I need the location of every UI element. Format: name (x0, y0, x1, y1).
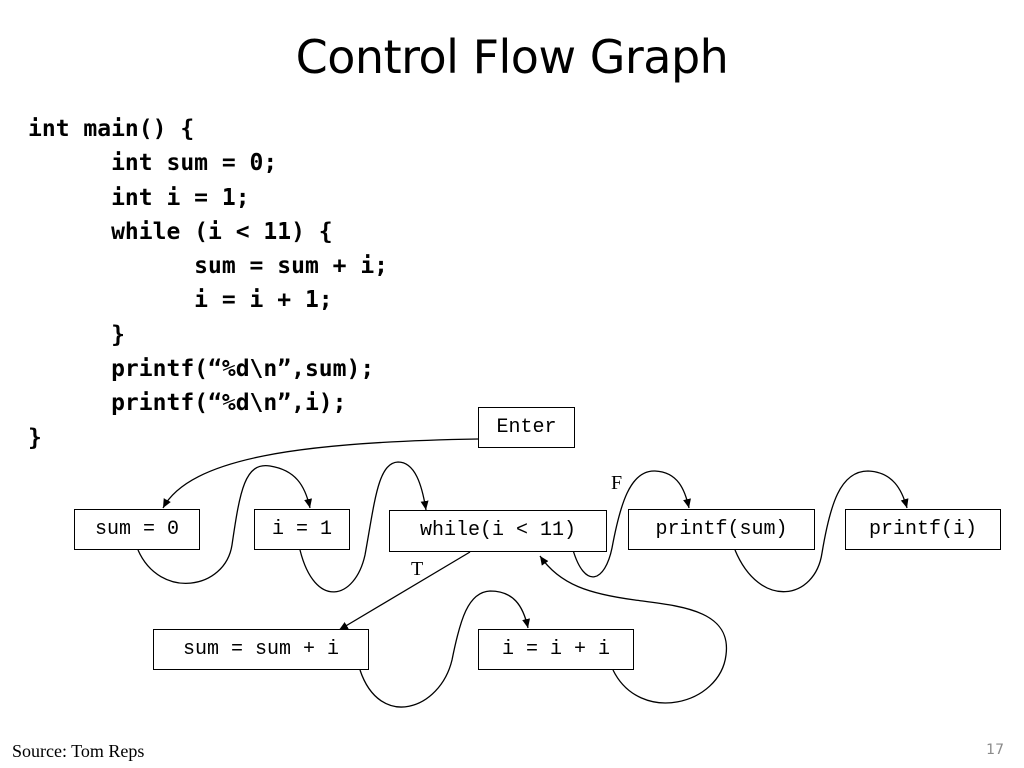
code-line: int i = 1; (28, 184, 250, 211)
code-line: i = i + 1; (28, 287, 333, 314)
code-line: } (28, 424, 42, 451)
code-line: } (28, 321, 125, 348)
slide-title: Control Flow Graph (295, 30, 729, 84)
cfg-node-printf-i: printf(i) (845, 509, 1001, 550)
cfg-node-i-increment: i = i + i (478, 629, 634, 670)
cfg-node-sum-init: sum = 0 (74, 509, 200, 550)
page-number: 17 (986, 742, 1004, 758)
code-line: while (i < 11) { (28, 218, 333, 245)
code-line: int sum = 0; (28, 150, 278, 177)
edge-i-inc-back-to-while (539, 555, 727, 704)
cfg-node-printf-sum: printf(sum) (628, 509, 815, 550)
edge-while-false-to-printf-sum (572, 470, 691, 578)
edge-while-true-to-sum-add (338, 551, 471, 631)
code-line: printf(“%d\n”,i); (28, 390, 347, 417)
edge-label-false: F (611, 472, 623, 494)
code-line: printf(“%d\n”,sum); (28, 356, 375, 383)
cfg-node-sum-add: sum = sum + i (153, 629, 369, 670)
cfg-node-enter: Enter (478, 407, 575, 448)
cfg-node-i-init: i = 1 (254, 509, 350, 550)
source-credit: Source: Tom Reps (12, 741, 145, 761)
edge-sum0-to-i1 (137, 465, 312, 584)
code-listing: int main() { int sum = 0; int i = 1; whi… (28, 112, 388, 455)
edge-sum-add-to-i-inc (359, 590, 530, 708)
code-line: sum = sum + i; (28, 253, 389, 280)
edge-enter-to-sum0 (162, 438, 479, 509)
edge-printf-sum-to-printf-i (734, 470, 909, 593)
edge-i1-to-while (299, 461, 429, 593)
code-line: int main() { (28, 116, 195, 142)
edge-label-true: T (411, 558, 424, 580)
cfg-node-while: while(i < 11) (389, 510, 607, 552)
